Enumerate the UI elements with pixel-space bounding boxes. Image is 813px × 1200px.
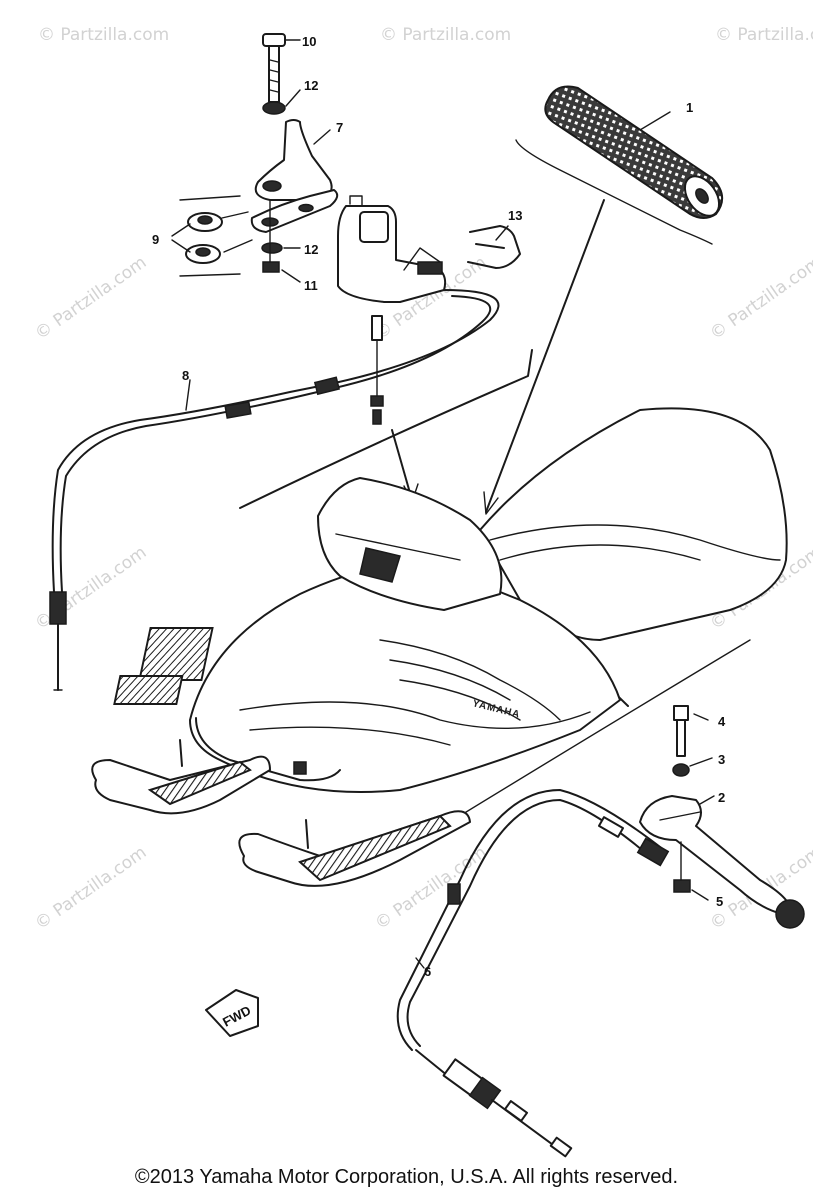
part-13-clip bbox=[467, 225, 521, 269]
callout-4: 4 bbox=[718, 714, 726, 729]
part-7-bracket bbox=[250, 119, 339, 233]
watermark: © Partzilla.com bbox=[715, 25, 813, 45]
brake-lever-assembly bbox=[639, 705, 805, 929]
callout-13: 13 bbox=[508, 208, 522, 223]
watermark: © Partzilla.com bbox=[380, 25, 511, 45]
watermark: © Partzilla.com bbox=[706, 252, 813, 344]
snowmobile-body: YAMAHA bbox=[113, 407, 788, 793]
callout-10: 10 bbox=[302, 34, 316, 49]
callout-7: 7 bbox=[336, 120, 343, 135]
watermark: © Partzilla.com bbox=[38, 25, 169, 45]
skis bbox=[91, 739, 471, 887]
callout-3: 3 bbox=[718, 752, 725, 767]
watermark: © Partzilla.com bbox=[31, 842, 150, 934]
callout-leaders bbox=[171, 39, 715, 969]
part-1-handle-grip bbox=[515, 85, 723, 245]
copyright-notice: ©2013 Yamaha Motor Corporation, U.S.A. A… bbox=[134, 1166, 679, 1188]
callout-5: 5 bbox=[716, 894, 723, 909]
direction-mark-fwd: FWD bbox=[205, 989, 259, 1037]
part-8-throttle-cable bbox=[49, 289, 500, 691]
callout-12-upper: 12 bbox=[304, 78, 318, 93]
part-12-washer-upper bbox=[262, 101, 286, 115]
part-6-brake-cable bbox=[396, 789, 670, 1158]
callout-numbers: 1 2 3 4 5 6 7 8 9 10 11 12 12 13 bbox=[152, 34, 726, 979]
callout-8: 8 bbox=[182, 368, 189, 383]
watermark: © Partzilla.com bbox=[31, 252, 150, 344]
part-9-grommets bbox=[179, 195, 253, 277]
callout-11: 11 bbox=[304, 278, 318, 293]
callout-6: 6 bbox=[424, 964, 431, 979]
callout-2: 2 bbox=[718, 790, 725, 805]
callout-1: 1 bbox=[686, 100, 693, 115]
callout-9: 9 bbox=[152, 232, 159, 247]
callout-12-lower: 12 bbox=[304, 242, 318, 257]
part-11-nut bbox=[262, 261, 280, 273]
watermark: © Partzilla.com bbox=[31, 542, 150, 634]
part-12-washer-lower bbox=[261, 242, 283, 254]
part-10-bolt bbox=[262, 33, 286, 103]
